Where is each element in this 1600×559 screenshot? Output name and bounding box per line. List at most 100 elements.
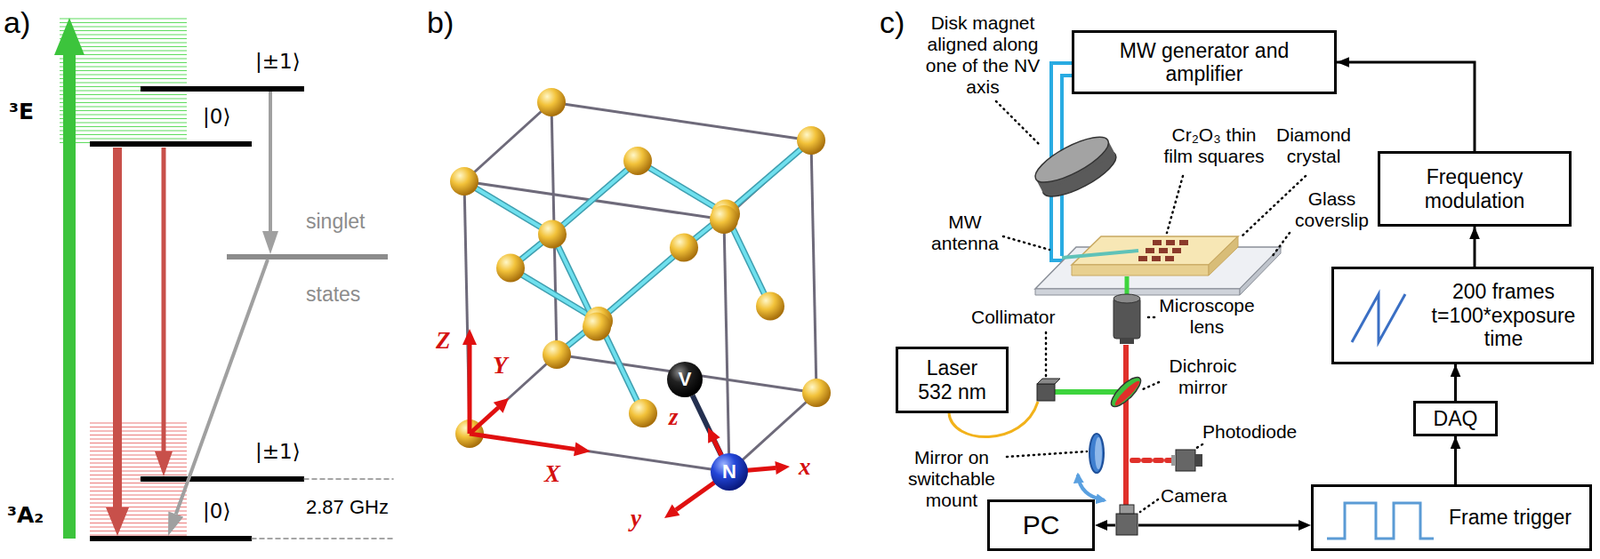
excited-band-line bbox=[59, 121, 187, 123]
carbon-atom bbox=[537, 88, 566, 117]
mw-antenna bbox=[1061, 250, 1139, 258]
carbon-atom bbox=[542, 340, 571, 370]
excited-band-line bbox=[59, 65, 187, 67]
cube-edge bbox=[723, 219, 730, 473]
atom-symbol: V bbox=[678, 368, 692, 391]
part-label: Microscope lens bbox=[1154, 295, 1260, 338]
level-label: singlet bbox=[305, 209, 365, 234]
fluorescence-arrow-head bbox=[154, 451, 173, 477]
cube-edge bbox=[469, 434, 730, 473]
state-label: ³A₂ bbox=[7, 503, 44, 530]
axis-label: x bbox=[798, 453, 812, 482]
ket-label: |0⟩ bbox=[202, 104, 231, 129]
excited-band-line bbox=[59, 129, 187, 131]
axis-arrow-head bbox=[707, 427, 721, 444]
excited-band-line bbox=[59, 38, 187, 40]
splitting-dash bbox=[304, 478, 394, 481]
bond-outline bbox=[464, 181, 553, 235]
bond-outline bbox=[598, 248, 684, 322]
decay-arrow-head bbox=[168, 511, 184, 537]
excited-band-line bbox=[59, 30, 187, 32]
switchable-mirror-face bbox=[1094, 437, 1102, 470]
carbon-atom bbox=[538, 220, 567, 250]
frequency-label: 2.87 GHz bbox=[305, 496, 389, 519]
carbon-bond bbox=[725, 140, 812, 215]
laser-box: Laser 532 nm bbox=[895, 346, 1009, 414]
intersystem-arrow-head bbox=[262, 231, 279, 255]
signal-arrow bbox=[1454, 364, 1457, 402]
carbon-atom bbox=[709, 205, 739, 234]
process-box: Frame trigger bbox=[1310, 484, 1592, 552]
box-text: PC bbox=[1022, 510, 1061, 542]
cr2o3-square bbox=[1138, 256, 1148, 262]
intersystem-arrow-shaft bbox=[268, 91, 273, 232]
excited-band-line bbox=[59, 33, 187, 35]
splitting-dash bbox=[251, 538, 394, 540]
bond-outline bbox=[510, 268, 599, 322]
energy-level bbox=[140, 86, 305, 92]
cube-edge bbox=[464, 102, 552, 182]
ground-band-line bbox=[89, 430, 187, 432]
ground-band-line bbox=[89, 486, 187, 488]
vacancy-atom: V bbox=[667, 361, 703, 398]
diamond-front bbox=[1071, 265, 1209, 276]
pc-line-head bbox=[1094, 520, 1108, 531]
cr2o3-square bbox=[1165, 240, 1175, 246]
ground-band-line bbox=[89, 506, 187, 508]
excited-band-line bbox=[59, 70, 187, 72]
fluorescence-arrow-head bbox=[105, 507, 129, 537]
carbon-bond bbox=[637, 160, 726, 215]
magnet-top bbox=[1029, 128, 1115, 192]
cube-edge bbox=[811, 140, 817, 394]
axis-arrow-shaft bbox=[469, 408, 499, 435]
excited-band-line bbox=[59, 73, 187, 75]
axis-arrow-head bbox=[493, 398, 509, 414]
red-beam bbox=[1123, 345, 1129, 506]
ground-band-line bbox=[89, 494, 187, 496]
ground-band-line bbox=[89, 490, 187, 492]
pc-line-shaft bbox=[1107, 524, 1116, 528]
lattice-panel bbox=[450, 88, 831, 519]
axis-arrow-shaft bbox=[469, 434, 575, 450]
photodiode-icon bbox=[1175, 450, 1196, 472]
ground-band-line bbox=[89, 442, 187, 444]
excited-band-line bbox=[59, 105, 187, 107]
axis-label: Z bbox=[435, 327, 451, 355]
signal-waveform bbox=[1326, 503, 1434, 539]
part-label: Mirror on switchable mount bbox=[902, 447, 1001, 512]
ket-label: |0⟩ bbox=[202, 499, 231, 523]
pc-box: PC bbox=[987, 499, 1095, 552]
switchable-mirror bbox=[1089, 434, 1104, 474]
cube-edge bbox=[464, 181, 470, 435]
leader-line bbox=[1003, 236, 1050, 250]
axis-arrow-head bbox=[664, 505, 680, 519]
ground-band-line bbox=[89, 466, 187, 468]
camera-lens bbox=[1119, 505, 1134, 515]
ground-band-line bbox=[89, 426, 187, 428]
bond-outline bbox=[637, 160, 726, 215]
carbon-atom bbox=[802, 378, 831, 408]
carbon-bond bbox=[510, 268, 599, 322]
leader-line bbox=[1140, 499, 1158, 513]
leader-line bbox=[1193, 444, 1203, 451]
excited-band-line bbox=[59, 22, 187, 24]
bond-outline bbox=[725, 140, 812, 215]
atom-sphere-fill bbox=[710, 453, 748, 491]
ground-band-line bbox=[89, 498, 187, 500]
axis-label: z bbox=[668, 403, 679, 432]
energy-level bbox=[140, 476, 305, 483]
ground-band-line bbox=[89, 510, 187, 512]
objective-base bbox=[1119, 338, 1134, 345]
part-label: Cr₂O₃ thin film squares bbox=[1156, 124, 1272, 168]
energy-level bbox=[89, 536, 252, 542]
cr2o3-square bbox=[1179, 240, 1189, 246]
cube-edge bbox=[556, 354, 817, 394]
part-label: MW antenna bbox=[929, 211, 1001, 255]
process-box: 200 frames t=100*exposure time bbox=[1331, 266, 1594, 365]
red-dashed-beam bbox=[1132, 458, 1173, 464]
green-beam bbox=[1054, 389, 1121, 395]
leader-line bbox=[1142, 382, 1159, 390]
excited-band-line bbox=[59, 97, 187, 99]
cube-edge bbox=[469, 354, 557, 435]
energy-level-panel bbox=[54, 17, 394, 540]
